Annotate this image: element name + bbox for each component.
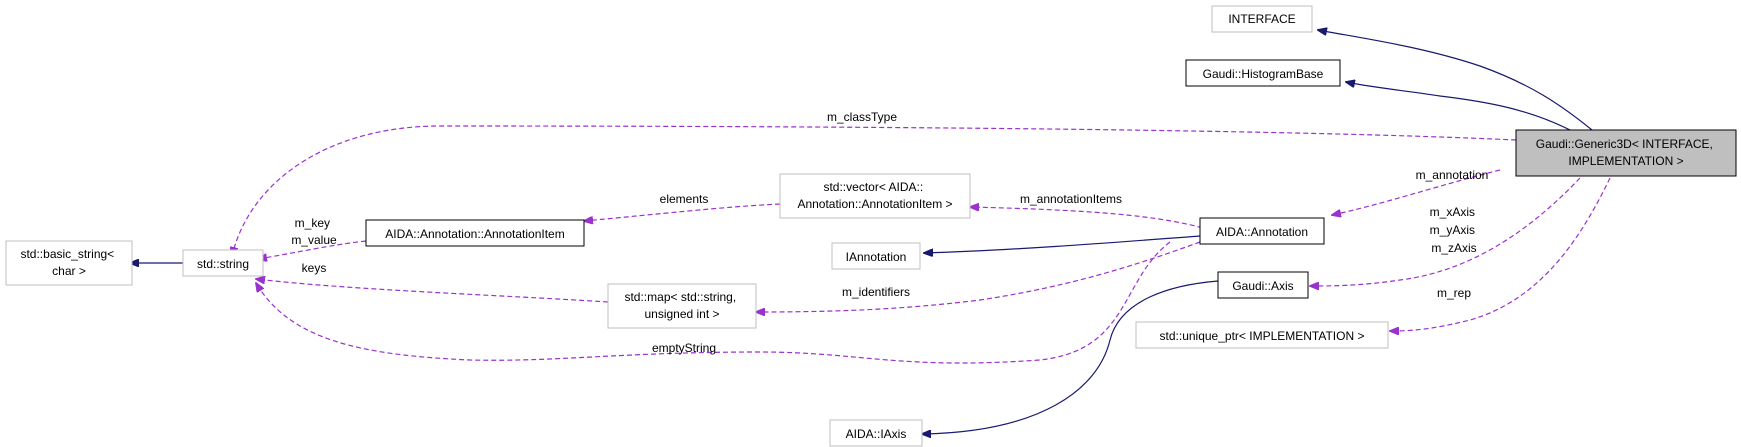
svg-text:Gaudi::HistogramBase: Gaudi::HistogramBase <box>1203 67 1324 81</box>
edge-class-type <box>232 125 1517 256</box>
node-gaudi-axis[interactable]: Gaudi::Axis <box>1217 271 1309 299</box>
svg-text:INTERFACE: INTERFACE <box>1228 12 1295 26</box>
edge-annotation-items <box>970 207 1211 231</box>
edge-empty-string <box>256 241 1171 364</box>
node-aida-iaxis[interactable]: AIDA::IAxis <box>829 419 923 447</box>
svg-text:IAnnotation: IAnnotation <box>846 250 907 264</box>
edge-label-empty-string: emptyString <box>652 341 716 355</box>
edge-rep-member <box>1390 177 1611 331</box>
node-std-string[interactable]: std::string <box>182 249 264 277</box>
svg-text:std::basic_string< cha: std::basic_string< char > <box>20 247 117 278</box>
svg-text:std::string: std::string <box>197 257 249 271</box>
node-annotation-item[interactable]: AIDA::Annotation::AnnotationItem <box>365 219 585 247</box>
node-generic3d: Gaudi::Generic3D< INTERFACE, IMPLEMENTAT… <box>1515 129 1737 177</box>
edge-label-keys: keys <box>302 261 327 275</box>
edges <box>130 30 1611 434</box>
edge-annotation-to-iannotation <box>924 235 1201 253</box>
edge-label-axes: m_xAxis m_yAxis m_zAxis <box>1430 205 1479 255</box>
node-vector[interactable]: std::vector< AIDA:: Annotation::Annotati… <box>779 173 971 219</box>
edge-annotation-member <box>1332 169 1501 215</box>
node-interface[interactable]: INTERFACE <box>1211 5 1313 33</box>
node-unique-ptr[interactable]: std::unique_ptr< IMPLEMENTATION > <box>1135 321 1389 349</box>
edge-label-annotation: m_annotation <box>1416 168 1489 182</box>
svg-text:AIDA::IAxis: AIDA::IAxis <box>846 427 907 441</box>
node-basic-string[interactable]: std::basic_string< char > <box>5 240 133 286</box>
node-histogram-base[interactable]: Gaudi::HistogramBase <box>1185 59 1341 87</box>
node-map[interactable]: std::map< std::string, unsigned int > <box>607 283 757 329</box>
edge-generic3d-to-interface <box>1318 30 1593 131</box>
edge-gaudi-axis-to-iaxis <box>922 280 1219 434</box>
edge-axis-members <box>1310 177 1581 286</box>
node-iannotation[interactable]: IAnnotation <box>831 242 921 270</box>
edge-elements <box>584 203 781 221</box>
nodes: Gaudi::Generic3D< INTERFACE, IMPLEMENTAT… <box>5 5 1737 447</box>
edge-keys <box>256 279 609 303</box>
edge-label-elements: elements <box>660 192 709 206</box>
svg-text:AIDA::Annotation::AnnotationIt: AIDA::Annotation::AnnotationItem <box>385 227 564 241</box>
svg-text:std::unique_ptr< IMPLEMENTATIO: std::unique_ptr< IMPLEMENTATION > <box>1160 329 1365 343</box>
edge-key-value <box>258 240 367 259</box>
svg-text:AIDA::Annotation: AIDA::Annotation <box>1216 225 1308 239</box>
edge-labels: m_classType m_annotation m_xAxis m_yAxis… <box>291 110 1488 355</box>
svg-text:Gaudi::Axis: Gaudi::Axis <box>1232 279 1293 293</box>
edge-identifiers <box>756 241 1201 312</box>
edge-label-rep: m_rep <box>1437 286 1471 300</box>
edge-label-identifiers: m_identifiers <box>842 285 910 299</box>
edge-generic3d-to-histogram-base <box>1346 82 1571 131</box>
edge-label-annotation-items: m_annotationItems <box>1020 192 1122 206</box>
edge-label-class-type: m_classType <box>827 110 897 124</box>
svg-text:std::map< std::string,: std::map< std::string, unsigned int > <box>624 290 739 321</box>
svg-text:Gaudi::Generic3D< INTERFACE,: Gaudi::Generic3D< INTERFACE, IMPLEMENTAT… <box>1536 137 1716 168</box>
svg-text:std::vector< AIDA:: An: std::vector< AIDA:: Annotation::Annotati… <box>797 180 952 211</box>
edge-label-key-value: m_key m_value <box>291 216 337 247</box>
node-aida-annotation[interactable]: AIDA::Annotation <box>1199 217 1325 245</box>
